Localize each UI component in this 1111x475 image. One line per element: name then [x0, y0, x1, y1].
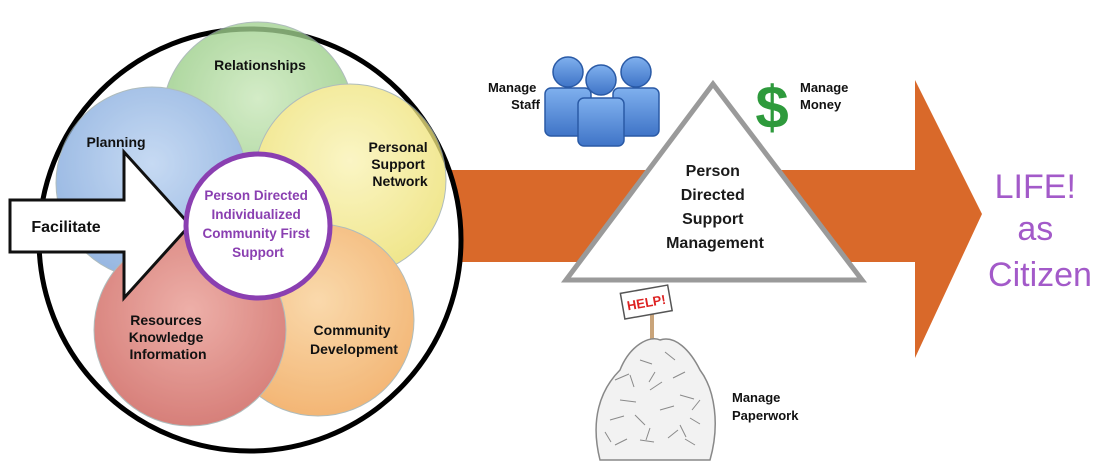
label-planning: Planning [86, 134, 145, 150]
paper-pile-icon: HELP! [595, 284, 716, 461]
dollar-icon: $ [755, 74, 788, 141]
label-relationships: Relationships [214, 57, 306, 73]
triangle-label: Person Directed Support Management [666, 163, 764, 252]
staff-people-icon [544, 56, 660, 147]
center-circle [183, 151, 333, 301]
help-sign-text: HELP! [626, 292, 667, 314]
manage-money-label: Manage Money [800, 80, 852, 112]
manage-paperwork-label: Manage Paperwork [732, 390, 799, 423]
facilitate-arrow [8, 148, 193, 302]
label-personal-support-network: Personal Support Network [368, 139, 431, 189]
center-label: Person Directed Individualized Community… [202, 188, 313, 260]
management-triangle [561, 79, 868, 283]
label-community-development: Community Development [310, 322, 398, 357]
outcome-label: LIFE! as Citizen [988, 168, 1092, 294]
help-sign [619, 284, 674, 320]
facilitate-label: Facilitate [31, 219, 100, 236]
label-resources-knowledge-information: Resources Knowledge Information [129, 312, 208, 362]
manage-staff-label: Manage Staff [488, 80, 541, 112]
